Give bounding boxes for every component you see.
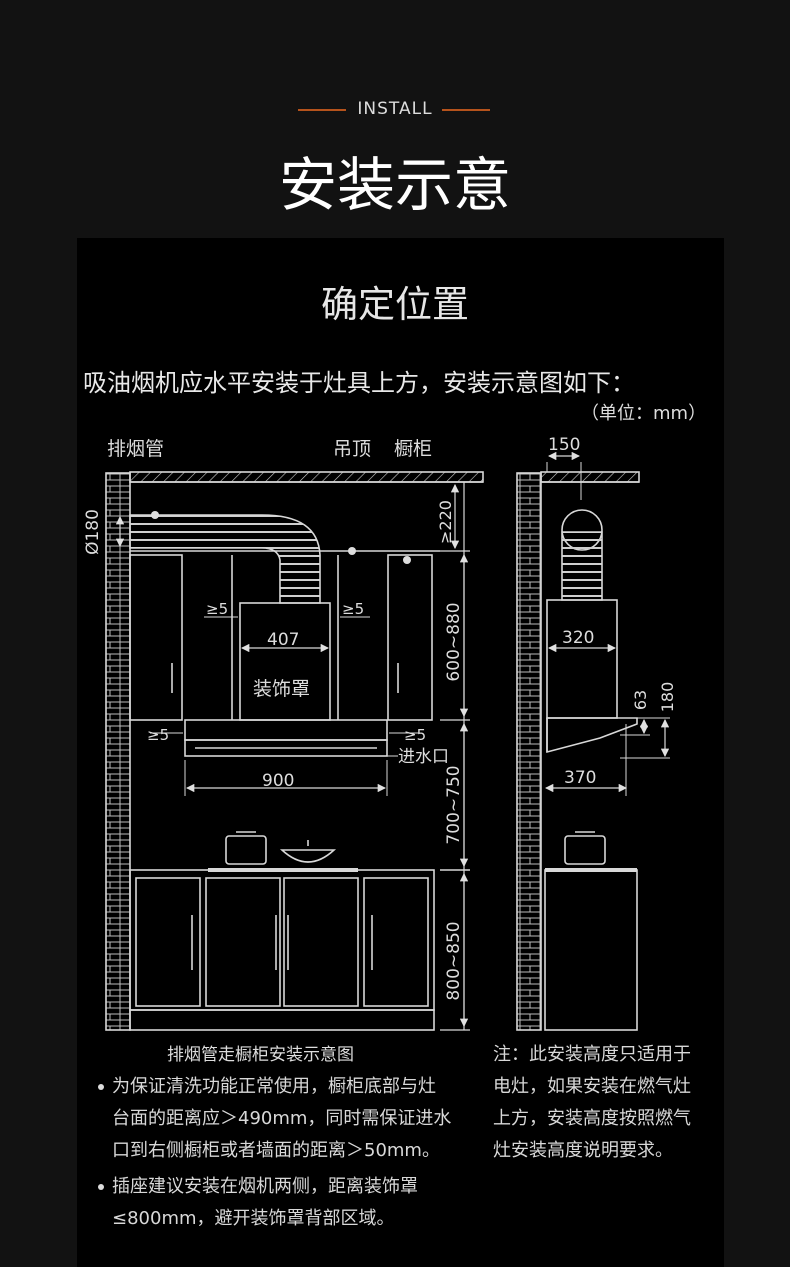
- duct-dia-dim: Ø180: [83, 509, 103, 555]
- eyebrow-label: INSTALL: [357, 99, 433, 119]
- front-wall: [105, 472, 131, 1031]
- note-line: 台面的距离应＞490mm，同时需保证进水: [112, 1108, 452, 1129]
- side-view: [516, 451, 670, 1031]
- side-cabinet: [544, 869, 638, 1031]
- side-gap-left-dim: ≥5: [206, 600, 228, 618]
- top-gap-dim: ≥220: [436, 500, 455, 544]
- note-line: 灶安装高度说明要求。: [493, 1140, 673, 1161]
- side-d180-dim: 180: [658, 682, 677, 713]
- front-ceiling: [129, 471, 484, 483]
- bullet-dot-2: [98, 1184, 104, 1190]
- duct-label: 排烟管: [107, 438, 164, 460]
- ceiling-label: 吊顶: [333, 438, 371, 460]
- duct-pipe: [129, 514, 321, 604]
- wok: [279, 849, 337, 863]
- side-gap-right-dim: ≥5: [342, 600, 364, 618]
- side-top-offset-dim: 150: [548, 435, 580, 455]
- lower-gap-right-dim: ≥5: [404, 726, 426, 744]
- side-hood-depth-dim: 370: [564, 768, 596, 788]
- side-wall: [516, 472, 542, 1031]
- eyebrow-dash-right: [442, 109, 490, 111]
- note-line: 口到右侧橱柜或者墙面的距离＞50mm。: [112, 1140, 440, 1161]
- bullet-dot-1: [98, 1084, 104, 1090]
- cover-width-dim: 407: [267, 630, 299, 650]
- cabinet-label: 橱柜: [394, 438, 432, 460]
- hood-width-dim: 900: [262, 771, 294, 791]
- decor-cover-label: 装饰罩: [253, 678, 310, 700]
- side-d63-dim: 63: [631, 690, 650, 710]
- note-line: 插座建议安装在烟机两侧，距离装饰罩: [112, 1176, 418, 1197]
- note-line: 为保证清洗功能正常使用，橱柜底部与灶: [112, 1076, 436, 1097]
- pot: [225, 835, 267, 865]
- note-line: ≤800mm，避开装饰罩背部区域。: [112, 1208, 395, 1229]
- stove-height-dim: 700~750: [444, 765, 464, 844]
- side-pot: [564, 835, 606, 865]
- side-cover-depth-dim: 320: [562, 628, 594, 648]
- front-view-caption: 排烟管走橱柜安装示意图: [167, 1045, 354, 1065]
- decor-cover: [239, 602, 331, 721]
- side-ceiling: [540, 471, 640, 483]
- page-title: 安装示意: [278, 151, 511, 219]
- note-line: 注：此安装高度只适用于: [493, 1044, 691, 1065]
- counter-height-dim: 800~850: [444, 921, 464, 1000]
- side-note: 注：此安装高度只适用于 电灶，如果安装在燃气灶 上方，安装高度按照燃气 灶安装高…: [493, 1039, 691, 1167]
- note-bullet-2: 插座建议安装在烟机两侧，距离装饰罩 ≤800mm，避开装饰罩背部区域。: [112, 1171, 418, 1235]
- panel-title: 确定位置: [321, 283, 469, 326]
- intro-text: 吸油烟机应水平安装于灶具上方，安装示意图如下：: [83, 369, 635, 397]
- hood-body: [184, 719, 388, 741]
- note-bullet-1: 为保证清洗功能正常使用，橱柜底部与灶 台面的距离应＞490mm，同时需保证进水 …: [112, 1071, 451, 1167]
- eyebrow-dash-left: [298, 109, 346, 111]
- note-line: 电灶，如果安装在燃气灶: [493, 1076, 691, 1097]
- note-line: 上方，安装高度按照燃气: [493, 1108, 691, 1129]
- base-cabinet: [129, 869, 435, 1011]
- water-inlet-label: 进水口: [398, 747, 449, 767]
- upper-cabinet-right: [387, 554, 433, 721]
- unit-label: （单位：mm）: [581, 403, 707, 424]
- hood-height-dim: 600~880: [444, 602, 464, 681]
- lower-gap-left-dim: ≥5: [147, 726, 169, 744]
- front-view: [105, 471, 484, 1031]
- upper-cabinet-left: [129, 554, 183, 721]
- side-decor-cover: [546, 599, 618, 719]
